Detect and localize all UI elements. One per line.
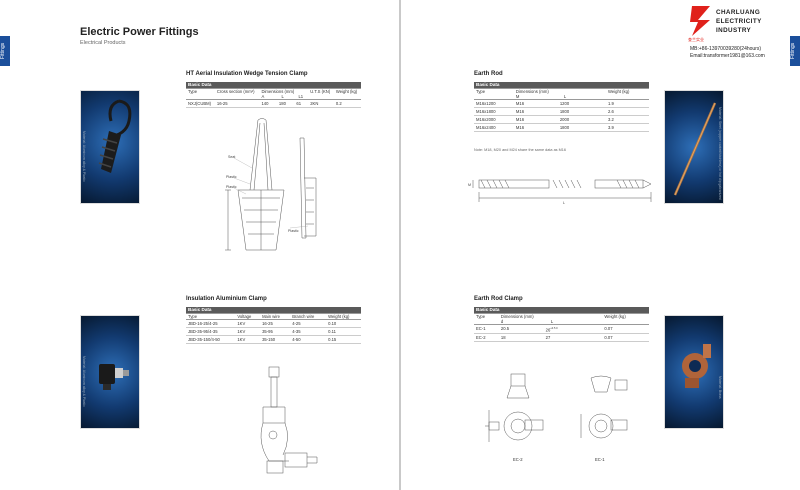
company-name-cn: 查兰实业 (688, 37, 704, 42)
right-page: Fittings CHARLUANG ELECTRICITY INDUSTRY … (401, 0, 800, 490)
svg-text:Plastic: Plastic (226, 185, 237, 189)
left-page: Fittings Electric Power Fittings Electri… (0, 0, 399, 490)
photo-material-label: Material: Aluminum alloy & Plastic (82, 356, 86, 407)
side-tab-right: Fittings (790, 0, 800, 490)
photo-material-label: Material: Aluminum alloy & Plastic (82, 131, 86, 182)
section-title-insulation-clamp: Insulation Aluminium Clamp (186, 296, 267, 302)
svg-text:Seat: Seat (228, 155, 235, 159)
table-row: NXJ(CUBM) 16-25 140 180 61 2KN 0.2 (186, 99, 361, 108)
section-title-wedge-clamp: HT Aerial Insulation Wedge Tension Clamp (186, 71, 308, 77)
page-title: Electric Power Fittings (80, 26, 199, 38)
svg-text:Plastic: Plastic (226, 175, 237, 179)
logo-mark-icon (690, 6, 710, 36)
col-type: Type (186, 88, 215, 100)
insulation-clamp-drawing (260, 366, 318, 474)
section-title-earth-rod-clamp: Earth Rod Clamp (474, 296, 523, 302)
insulation-clamp-photo: Material: Aluminum alloy & Plastic (80, 315, 140, 429)
svg-text:L: L (563, 201, 565, 205)
contact-info: MB:+86-13970039280(24hours) Email:transf… (690, 46, 765, 60)
section-title-earth-rod: Earth Rod (474, 71, 503, 77)
earth-rod-clamp-photo: Material: Brass (664, 315, 724, 429)
svg-text:M: M (468, 183, 471, 187)
basic-data-label: Basic Data (474, 307, 649, 314)
basic-data-label: Basic Data (186, 82, 361, 89)
figure-caption-ec2: EC-2 (513, 457, 523, 462)
wedge-clamp-drawing: Seat Plastic Plastic Plastic (225, 118, 317, 251)
company-name: CHARLUANG ELECTRICITY INDUSTRY (716, 9, 762, 34)
side-tab-left: Fittings (0, 0, 10, 490)
earth-rod-photo: Material: Steel (copper coated/stainless… (664, 90, 724, 204)
side-tab-label: Fittings (790, 42, 796, 60)
svg-text:Plastic: Plastic (288, 229, 299, 233)
insulation-clamp-table: Basic Data Type Voltage Main wire Branch… (186, 307, 361, 344)
col-weight: Weight (kg) (333, 88, 361, 100)
basic-data-label: Basic Data (474, 82, 649, 89)
page-subtitle: Electrical Products (80, 40, 126, 46)
company-logo: CHARLUANG ELECTRICITY INDUSTRY 查兰实业 (688, 4, 788, 44)
photo-material-label: Material: Steel (copper coated/stainless… (718, 107, 722, 200)
wedge-clamp-photo: Material: Aluminum alloy & Plastic (80, 90, 140, 204)
earth-rod-clamp-drawing (485, 373, 628, 442)
col-cross-section: Cross section (mm²) (214, 88, 260, 100)
earth-rod-note: Note: M18, M20 and M24 share the same da… (474, 148, 567, 152)
contact-email: Email:transformer1981@163.com (690, 53, 765, 59)
contact-phone: MB:+86-13970039280(24hours) (690, 46, 762, 52)
page-gutter (399, 0, 401, 490)
side-tab-label: Fittings (0, 42, 6, 60)
earth-rod-drawing: M L (468, 179, 652, 205)
wedge-clamp-table: Basic Data Type Cross section (mm²) Dime… (186, 82, 361, 108)
basic-data-label: Basic Data (186, 307, 361, 314)
col-uts: U.T.S (KN) (308, 88, 334, 100)
figure-caption-ec1: EC-1 (595, 457, 605, 462)
photo-material-label: Material: Brass (718, 376, 722, 399)
